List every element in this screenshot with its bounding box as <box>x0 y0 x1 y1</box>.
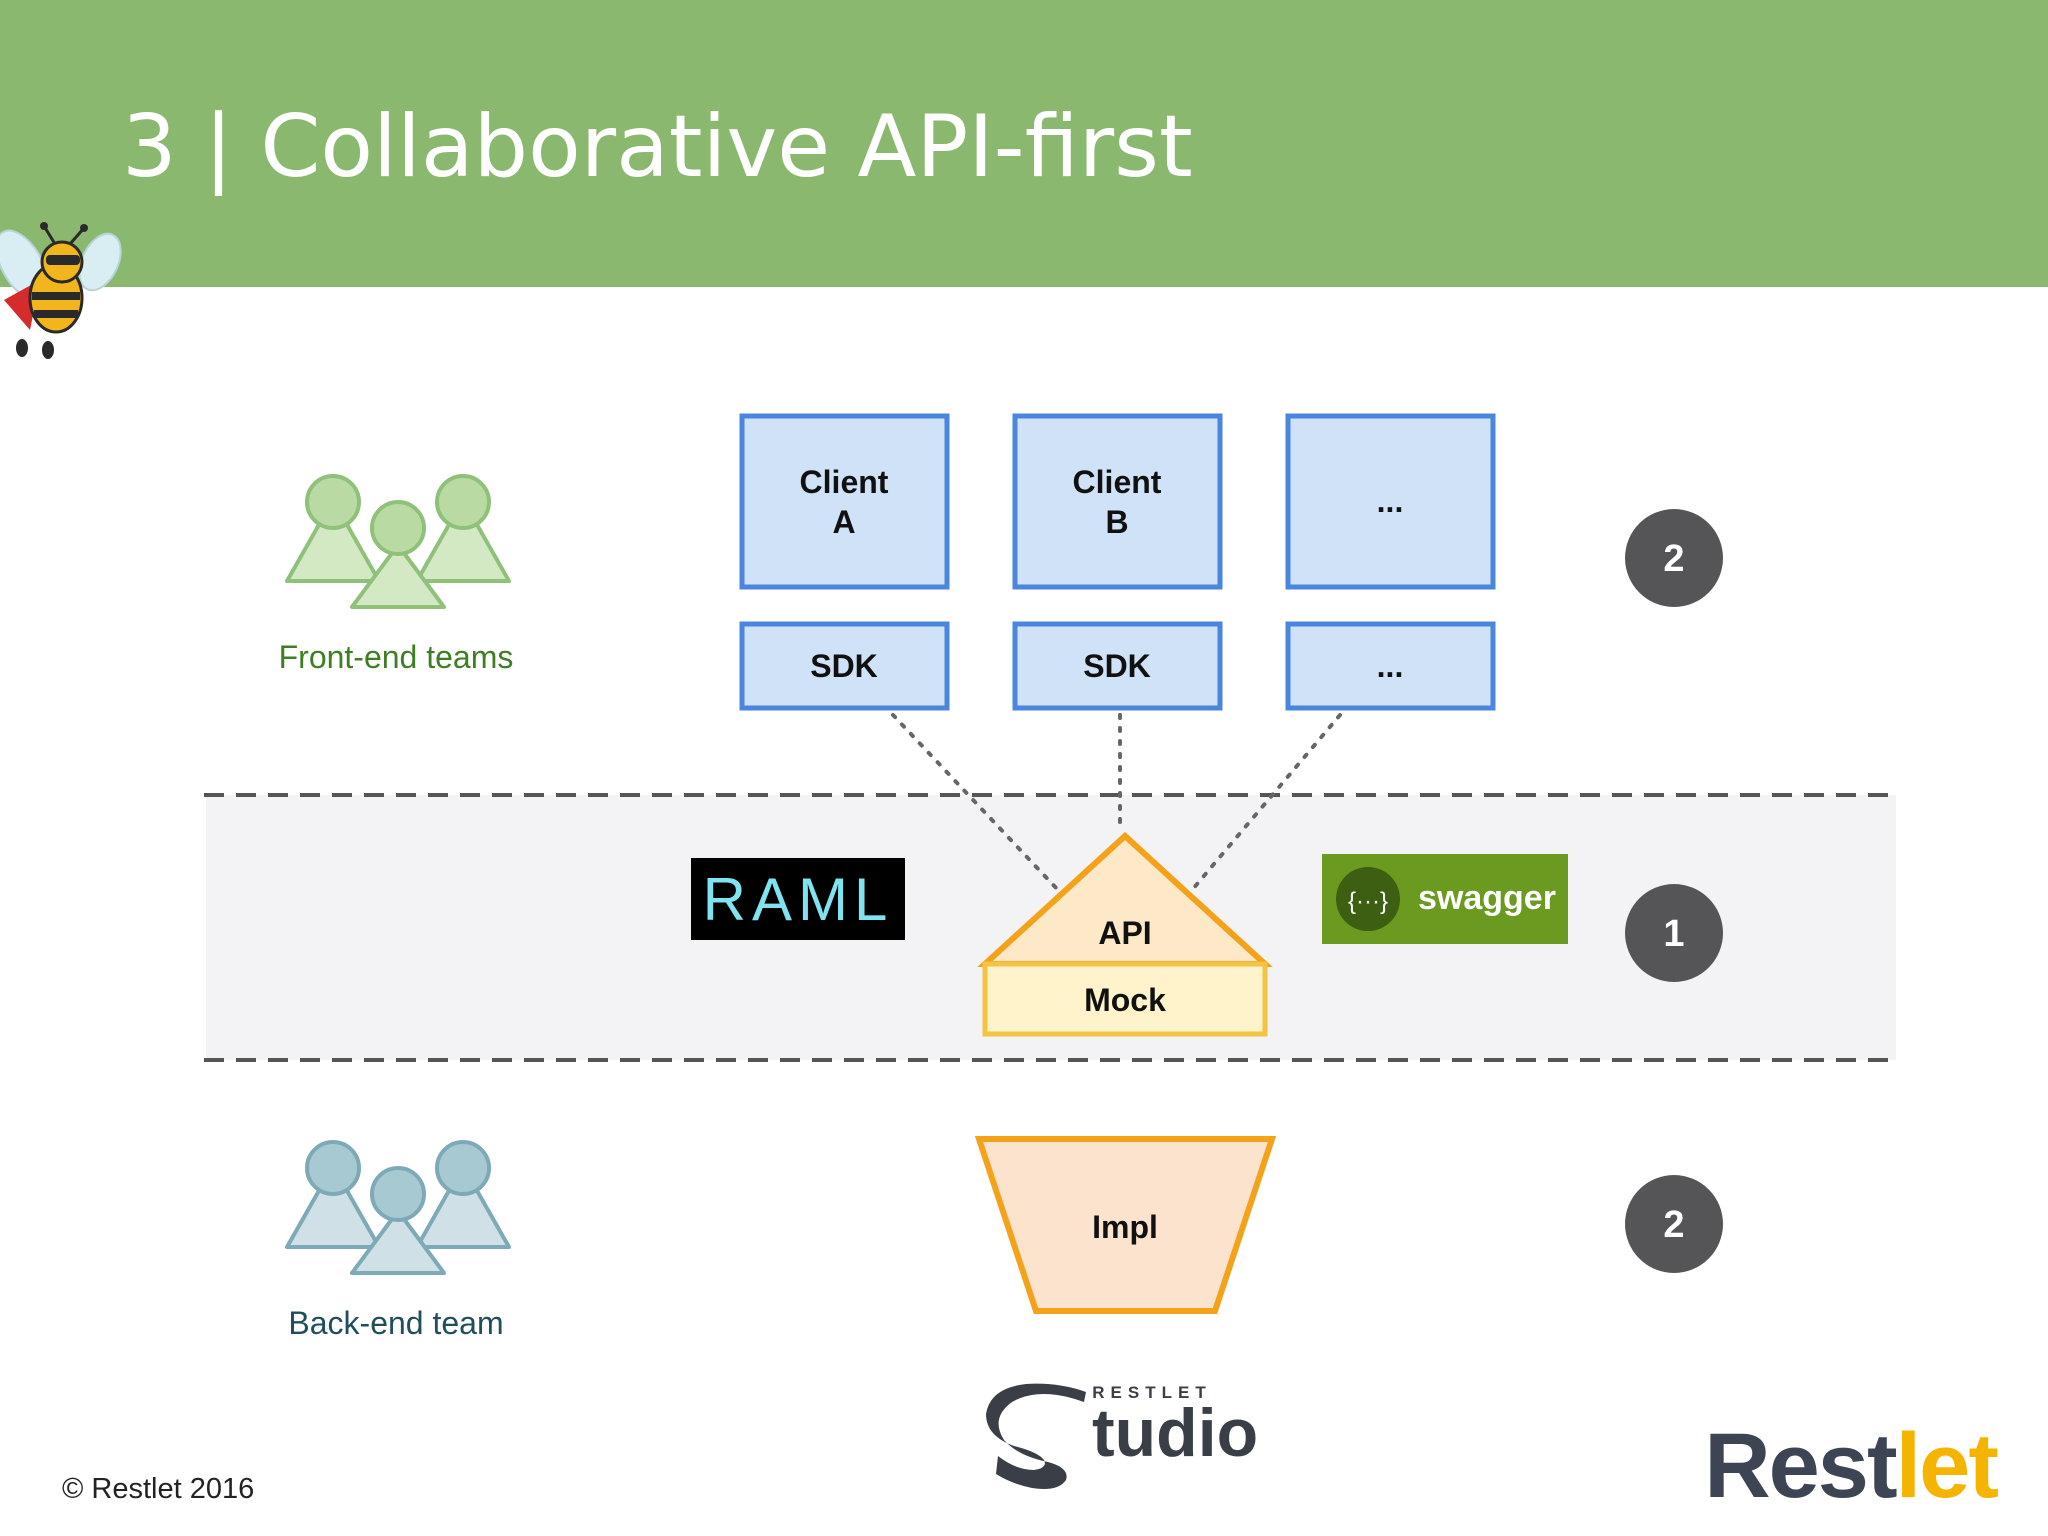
client-a-line1: Client <box>800 464 889 500</box>
studio-text: tudio <box>1092 1395 1258 1471</box>
api-label: API <box>1098 915 1151 951</box>
connector-c <box>1190 713 1342 892</box>
badge-bottom: 2 <box>1625 1175 1723 1273</box>
swagger-logo-circle-icon <box>1336 867 1400 931</box>
impl-label: Impl <box>1092 1209 1158 1245</box>
slide-title: 3 | Collaborative API-first <box>122 97 1193 197</box>
raml-logo: RAML <box>691 858 905 940</box>
restlet-logo: Restlet <box>1704 1415 2000 1517</box>
client-b-line1: Client <box>1073 464 1162 500</box>
back-end-team-label: Back-end team <box>288 1305 503 1341</box>
sdk-b-box: SDK <box>1012 621 1223 711</box>
restlet-logo-let: let <box>1896 1415 1999 1517</box>
mock-label: Mock <box>1084 982 1166 1018</box>
swagger-logo-text: swagger <box>1418 879 1556 917</box>
badge-middle: 1 <box>1625 884 1723 982</box>
restlet-studio-logo: RESTLET tudio <box>986 1383 1258 1489</box>
copyright-footer: © Restlet 2016 <box>62 1473 254 1505</box>
badge-middle-label: 1 <box>1663 913 1684 955</box>
connector-a <box>891 713 1060 892</box>
client-more-label: ... <box>1377 483 1404 519</box>
sdk-more-box: ... <box>1285 621 1496 711</box>
sdk-a-label: SDK <box>810 648 878 684</box>
studio-small-text: RESTLET <box>1092 1383 1211 1402</box>
swagger-logo: {···} swagger <box>1322 854 1568 944</box>
studio-s-icon <box>986 1383 1086 1489</box>
front-end-teams-icon <box>285 474 511 609</box>
badge-bottom-label: 2 <box>1663 1204 1684 1246</box>
header-band: 3 | Collaborative API-first <box>0 0 2048 287</box>
sdk-more-label: ... <box>1377 648 1404 684</box>
client-b-box: Client B <box>1012 413 1223 590</box>
sdk-b-label: SDK <box>1083 648 1151 684</box>
badge-top-label: 2 <box>1663 538 1684 580</box>
raml-logo-text: RAML <box>703 866 894 933</box>
client-a-line2: A <box>832 504 855 540</box>
restlet-logo-rest: Rest <box>1704 1415 1897 1517</box>
mock-box: Mock <box>982 961 1268 1037</box>
front-end-teams-label: Front-end teams <box>279 639 514 675</box>
client-b-line2: B <box>1105 504 1128 540</box>
bee-mascot-icon <box>0 222 122 359</box>
sdk-api-connectors <box>891 713 1342 892</box>
impl-shape: Impl <box>974 1136 1277 1314</box>
back-end-team-icon <box>285 1140 511 1275</box>
client-a-box: Client A <box>739 413 950 590</box>
client-more-box: ... <box>1285 413 1496 590</box>
restlet-logo-text: Restlet <box>1704 1415 1998 1517</box>
sdk-a-box: SDK <box>739 621 950 711</box>
badge-top: 2 <box>1625 509 1723 607</box>
swagger-glyph: {···} <box>1348 888 1388 915</box>
